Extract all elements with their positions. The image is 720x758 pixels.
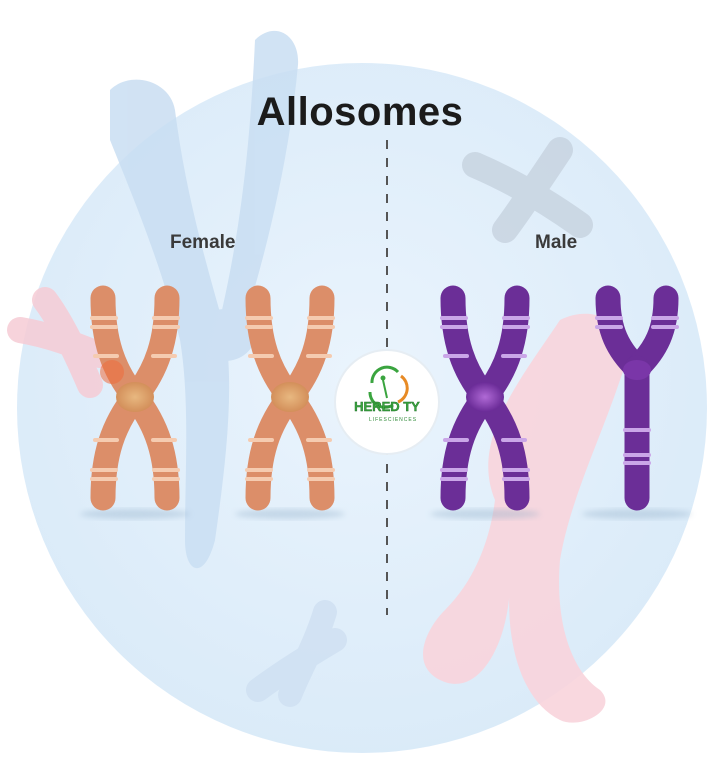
male-label: Male: [535, 232, 578, 253]
decor-blue-chromosome-small-top: [462, 137, 593, 243]
chromosome-shadows: [80, 509, 692, 519]
female-x-chromosome-2: [245, 285, 335, 511]
logo-emblem-icon: [368, 365, 409, 409]
logo-tagline: LIFESCIENCES: [369, 417, 417, 423]
heredity-logo-badge: HERED TY LIFESCIENCES: [334, 349, 440, 455]
y-centromere: [623, 360, 651, 380]
female-label: Female: [170, 232, 236, 253]
decor-pink-chromosome-left: [7, 287, 113, 398]
diagram-title: Allosomes: [256, 90, 464, 134]
female-centromere-2: [271, 382, 309, 412]
logo-wordmark: HERED TY: [354, 399, 420, 414]
decor-blue-chromosome-small-bottom: [246, 600, 347, 707]
female-x-chromosome-1: [90, 285, 180, 511]
decor-pink-chromosome-large: [423, 313, 626, 723]
decor-blue-chromosome-large: [110, 30, 299, 569]
male-centromere: [466, 382, 504, 412]
male-y-chromosome: [595, 285, 679, 511]
female-centromere-1: [116, 382, 154, 412]
male-x-chromosome: [440, 285, 530, 511]
